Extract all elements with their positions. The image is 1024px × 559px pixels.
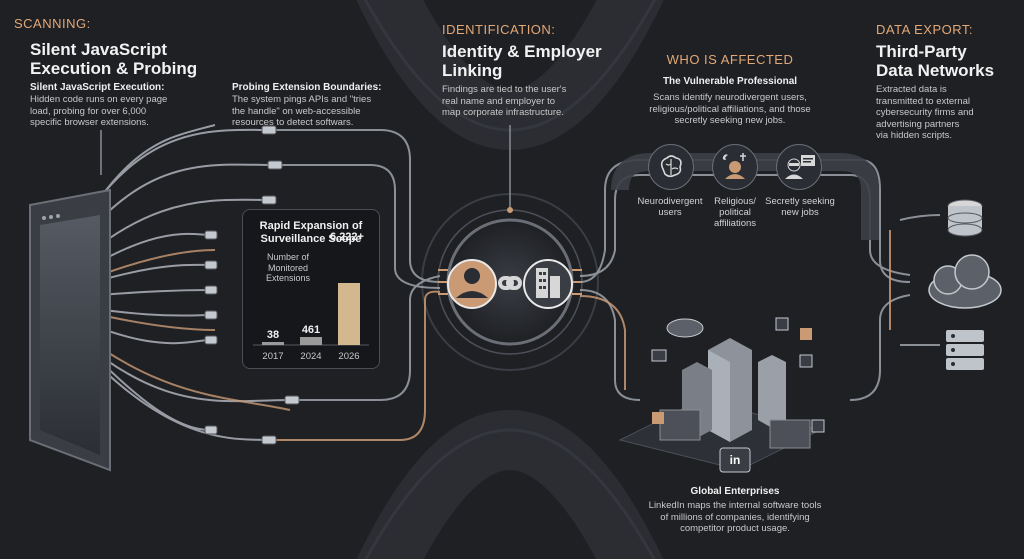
group-caption-line: Secretly seeking: [765, 196, 835, 207]
group-caption-line: political: [719, 207, 751, 218]
chart-category-label: 2026: [338, 351, 359, 362]
chart-plot: 38 2017 461 2024 6,222+ 2026: [253, 231, 369, 362]
surveillance-chart: Rapid Expansion of Surveillance Scope Nu…: [242, 209, 380, 369]
export-body-line: Extracted data is: [876, 84, 947, 95]
chart-title: Rapid Expansion of Surveillance Scope: [259, 220, 363, 245]
group-caption-neurodivergent: Neurodivergent users: [630, 196, 710, 218]
group-caption-line: Neurodivergent: [637, 196, 703, 207]
scanning-title: Silent JavaScript Execution & Probing: [30, 40, 230, 78]
brain-icon: [648, 144, 694, 190]
religious-symbols-icon: [712, 144, 758, 190]
chart-bar-2017: [262, 342, 284, 345]
scanning-kicker: SCANNING:: [14, 16, 91, 31]
affected-kicker: WHO IS AFFECTED: [666, 52, 794, 67]
chart-category-label: 2017: [262, 351, 283, 362]
scanning-title-line1: Silent JavaScript: [30, 40, 168, 59]
chart-value-label: 38: [267, 329, 279, 341]
affected-body-line: religious/political affiliations, and th…: [649, 103, 811, 115]
export-title-line1: Third-Party: [876, 42, 967, 61]
identification-body-line: real name and employer to: [442, 95, 556, 107]
scanning-body-line: specific browser extensions.: [30, 117, 149, 128]
scanning-subhead: Silent JavaScript Execution:: [30, 82, 165, 93]
chart-value-label: 6,222+: [330, 231, 364, 243]
job-seeker-icon: [776, 144, 822, 190]
affected-body: Scans identify neurodivergent users, rel…: [620, 92, 840, 127]
affected-body-line: secretly seeking new jobs.: [674, 115, 786, 126]
scanning-body-line: load, probing for over 6,000: [30, 105, 147, 117]
probing-subhead: Probing Extension Boundaries:: [232, 82, 382, 93]
export-body-line: cybersecurity firms and: [876, 107, 974, 118]
identification-title: Identity & Employer Linking: [442, 42, 642, 80]
identification-kicker: IDENTIFICATION:: [442, 22, 556, 37]
chart-category-label: 2024: [300, 351, 321, 362]
chart-bar-2026: [338, 283, 360, 345]
enterprises-subhead: Global Enterprises: [690, 486, 780, 497]
chart-ylabel: Number of Monitored Extensions: [265, 252, 311, 283]
affected-body-line: Scans identify neurodivergent users,: [653, 92, 807, 103]
enterprises-body: LinkedIn maps the internal software tool…: [610, 500, 860, 535]
identification-title-line2: Linking: [442, 61, 503, 80]
identification-body-line: map corporate infrastructure.: [442, 107, 564, 118]
scanning-title-line2: Execution & Probing: [30, 59, 198, 78]
chart-bar-2024: [300, 337, 322, 345]
group-caption-line: Religious/: [714, 196, 756, 207]
affected-subhead: The Vulnerable Professional: [662, 76, 798, 87]
export-body: Extracted data is transmitted to externa…: [876, 84, 1016, 142]
scanning-body: Hidden code runs on every page load, pro…: [30, 94, 220, 129]
group-caption-job-seeking: Secretly seeking new jobs: [760, 196, 840, 218]
group-caption-religious: Religious/ political affiliations: [700, 196, 770, 229]
probing-body: The system pings APIs and "tries the han…: [232, 94, 432, 129]
probing-body-line: resources to detect softwars.: [232, 117, 354, 128]
linkedin-icon: in: [729, 453, 741, 467]
export-body-line: transmitted to external: [876, 95, 970, 107]
enterprises-body-line: competitor product usage.: [680, 523, 790, 534]
export-title: Third-Party Data Networks: [876, 42, 1016, 80]
export-kicker: DATA EXPORT:: [876, 22, 974, 37]
export-title-line2: Data Networks: [876, 61, 995, 80]
enterprises-body-line: LinkedIn maps the internal software tool…: [648, 500, 822, 511]
probing-body-line: The system pings APIs and "tries: [232, 94, 372, 105]
identification-body: Findings are tied to the user's real nam…: [442, 84, 622, 119]
group-caption-line: affiliations: [713, 218, 757, 229]
scanning-body-line: Hidden code runs on every page: [30, 94, 168, 105]
group-caption-line: users: [658, 207, 682, 218]
enterprises-body-line: of millions of companies, identifying: [660, 511, 810, 523]
identification-body-line: Findings are tied to the user's: [442, 84, 567, 95]
identification-title-line1: Identity & Employer: [442, 42, 602, 61]
export-body-line: via hidden scripts.: [876, 130, 953, 141]
export-body-line: advertising partners: [876, 118, 960, 130]
chart-value-label: 461: [302, 324, 320, 336]
group-caption-line: new jobs: [781, 207, 819, 218]
probing-body-line: the handle" on web-accessible: [232, 105, 361, 117]
